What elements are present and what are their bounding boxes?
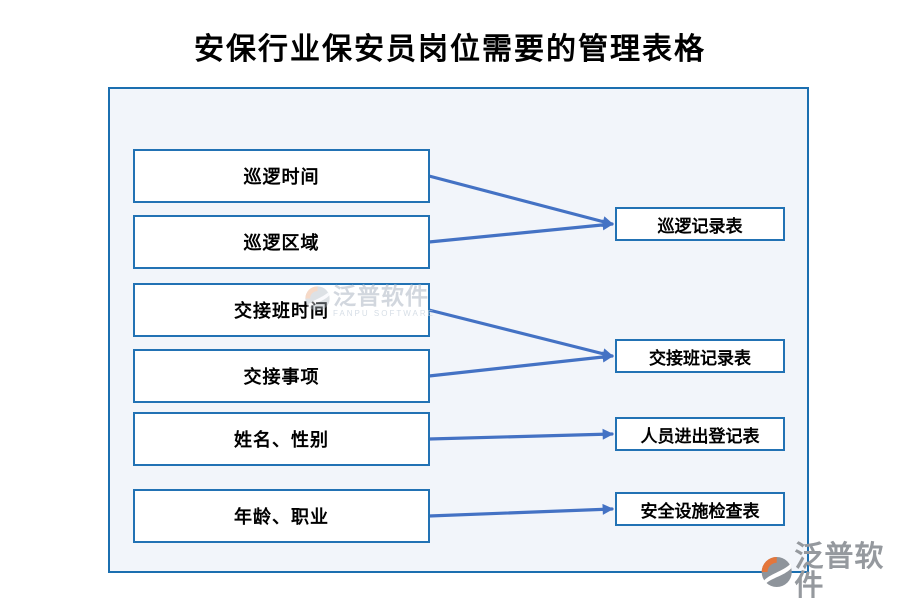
left-box-shift-time: 交接班时间 [133, 283, 430, 337]
right-box-shift-record-table: 交接班记录表 [615, 339, 785, 373]
connector-arrow [427, 174, 614, 227]
left-box-label: 年龄、职业 [234, 507, 329, 527]
left-box-label: 巡逻时间 [243, 167, 320, 187]
left-box-label: 交接事项 [243, 367, 320, 387]
left-box-label: 姓名、性别 [234, 430, 329, 450]
left-box-patrol-time: 巡逻时间 [133, 149, 430, 203]
connector-arrow [427, 351, 614, 378]
right-box-label: 安全设施检查表 [640, 501, 760, 521]
connector-arrow [427, 219, 614, 244]
diagram-container: 巡逻时间 巡逻区域 交接班时间 交接事项 姓名、性别 年龄、职业 巡逻记录表 交… [108, 87, 809, 573]
left-box-label: 巡逻区域 [243, 233, 320, 253]
right-box-entry-exit-register-table: 人员进出登记表 [615, 417, 785, 451]
right-box-patrol-record-table: 巡逻记录表 [615, 207, 785, 241]
left-box-label: 交接班时间 [234, 301, 329, 321]
right-box-label: 巡逻记录表 [657, 216, 743, 236]
page-title: 安保行业保安员岗位需要的管理表格 [194, 33, 706, 66]
left-box-patrol-area: 巡逻区域 [133, 215, 430, 269]
left-box-handover-items: 交接事项 [133, 349, 430, 403]
left-box-name-gender: 姓名、性别 [133, 412, 430, 466]
brand-name: 泛普软件 [794, 541, 885, 600]
connector-arrow [427, 503, 614, 518]
fanpu-logo-icon [761, 556, 792, 588]
connector-arrow [427, 308, 614, 360]
brand-watermark: 泛普软件 www.fanpusoft.com [760, 543, 900, 600]
left-box-age-occupation: 年龄、职业 [133, 489, 430, 543]
right-box-safety-inspection-table: 安全设施检查表 [615, 492, 785, 526]
right-box-label: 交接班记录表 [649, 348, 751, 368]
connector-arrow [427, 428, 614, 441]
right-box-label: 人员进出登记表 [640, 426, 760, 446]
